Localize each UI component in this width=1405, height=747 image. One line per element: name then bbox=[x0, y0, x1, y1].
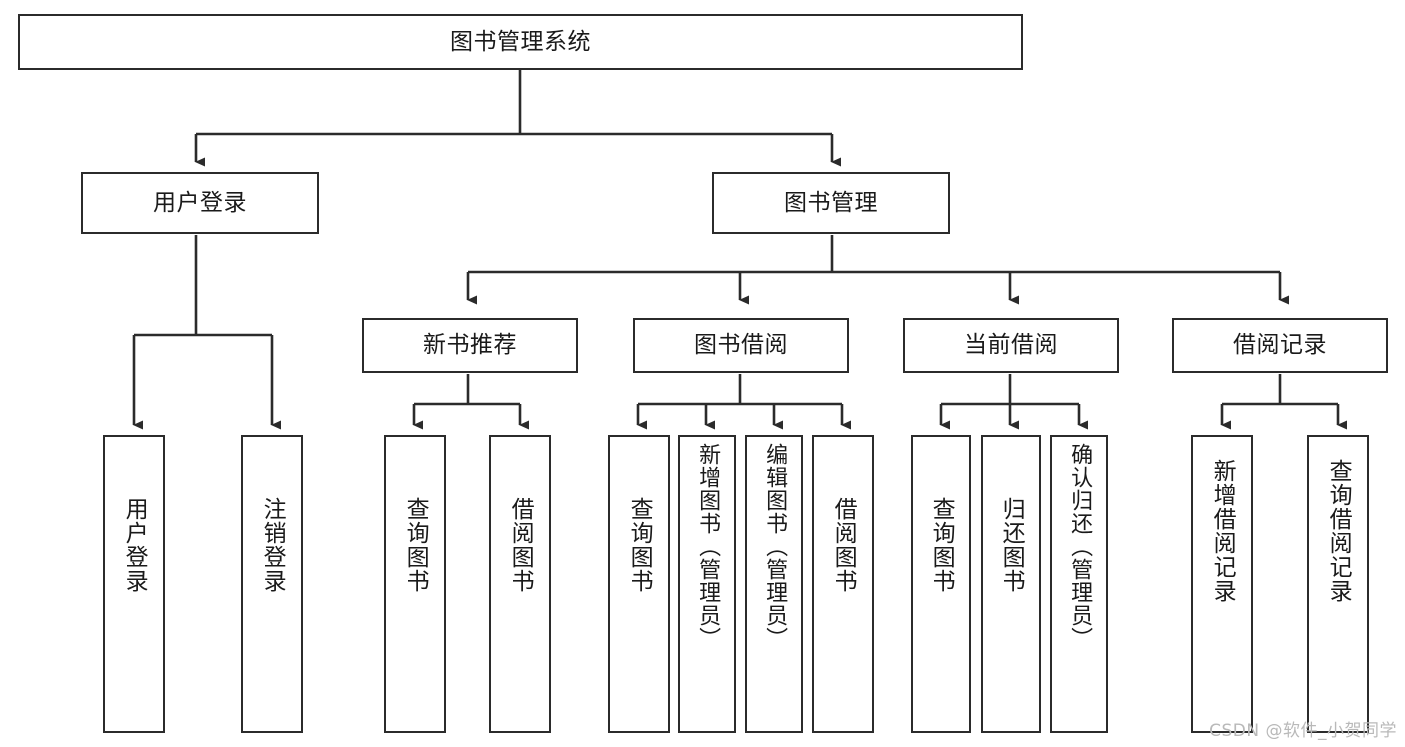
node-leaf-return-book[interactable]: 归还图书 bbox=[981, 435, 1041, 733]
node-leaf-borrow-book-1-label: 借阅图书 bbox=[507, 497, 534, 593]
node-leaf-user-login-label: 用户登录 bbox=[121, 497, 148, 593]
node-new-book-rec[interactable]: 新书推荐 bbox=[362, 318, 578, 373]
node-leaf-borrow-book-2-label: 借阅图书 bbox=[830, 497, 857, 593]
node-current-borrow-label: 当前借阅 bbox=[964, 332, 1058, 359]
node-book-borrow-label: 图书借阅 bbox=[694, 332, 788, 359]
node-book-manage[interactable]: 图书管理 bbox=[712, 172, 950, 234]
node-leaf-query-book-3-label: 查询图书 bbox=[928, 497, 955, 593]
node-leaf-add-record-label: 新增借阅记录 bbox=[1209, 459, 1236, 603]
node-leaf-query-book-1[interactable]: 查询图书 bbox=[384, 435, 446, 733]
csdn-watermark: CSDN @软件_小贺同学 bbox=[1209, 721, 1397, 741]
node-leaf-user-login[interactable]: 用户登录 bbox=[103, 435, 165, 733]
node-new-book-rec-label: 新书推荐 bbox=[423, 332, 517, 359]
node-user-login-label: 用户登录 bbox=[153, 189, 247, 216]
node-leaf-logout-login[interactable]: 注销登录 bbox=[241, 435, 303, 733]
node-current-borrow[interactable]: 当前借阅 bbox=[903, 318, 1119, 373]
node-user-login[interactable]: 用户登录 bbox=[81, 172, 319, 234]
node-leaf-query-book-2[interactable]: 查询图书 bbox=[608, 435, 670, 733]
node-leaf-edit-book-label: 编辑图书（管理员） bbox=[762, 443, 788, 650]
node-leaf-add-book-label: 新增图书（管理员） bbox=[695, 443, 721, 650]
node-leaf-query-book-2-label: 查询图书 bbox=[626, 497, 653, 593]
node-book-manage-label: 图书管理 bbox=[784, 189, 878, 216]
node-leaf-add-record[interactable]: 新增借阅记录 bbox=[1191, 435, 1253, 733]
node-leaf-borrow-book-1[interactable]: 借阅图书 bbox=[489, 435, 551, 733]
node-leaf-edit-book[interactable]: 编辑图书（管理员） bbox=[745, 435, 803, 733]
node-leaf-query-record[interactable]: 查询借阅记录 bbox=[1307, 435, 1369, 733]
node-leaf-confirm-return-label: 确认归还（管理员） bbox=[1067, 443, 1093, 650]
node-leaf-add-book[interactable]: 新增图书（管理员） bbox=[678, 435, 736, 733]
node-leaf-query-record-label: 查询借阅记录 bbox=[1325, 459, 1352, 603]
node-root-label: 图书管理系统 bbox=[450, 28, 591, 55]
node-leaf-query-book-3[interactable]: 查询图书 bbox=[911, 435, 971, 733]
node-leaf-confirm-return[interactable]: 确认归还（管理员） bbox=[1050, 435, 1108, 733]
node-borrow-record-label: 借阅记录 bbox=[1233, 332, 1327, 359]
node-leaf-borrow-book-2[interactable]: 借阅图书 bbox=[812, 435, 874, 733]
node-leaf-query-book-1-label: 查询图书 bbox=[402, 497, 429, 593]
node-book-borrow[interactable]: 图书借阅 bbox=[633, 318, 849, 373]
node-root[interactable]: 图书管理系统 bbox=[18, 14, 1023, 70]
node-leaf-return-book-label: 归还图书 bbox=[998, 497, 1025, 593]
node-borrow-record[interactable]: 借阅记录 bbox=[1172, 318, 1388, 373]
node-leaf-logout-login-label: 注销登录 bbox=[259, 497, 286, 593]
